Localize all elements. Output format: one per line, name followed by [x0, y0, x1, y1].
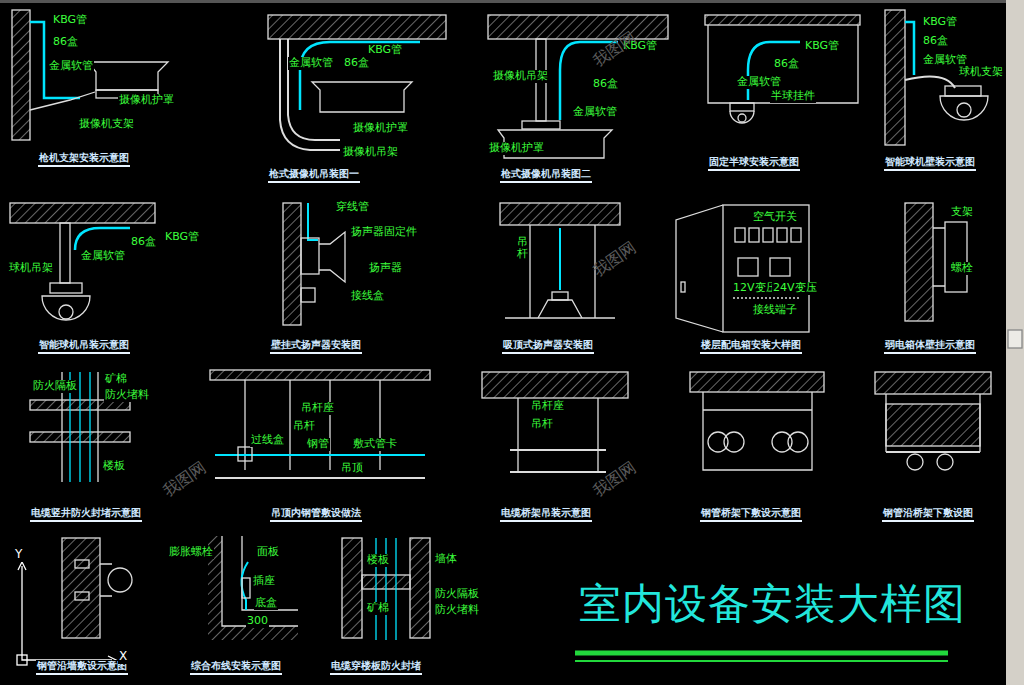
annotation: 86盒 — [922, 35, 949, 48]
detail-caption: 智能球机吊装示意图 — [38, 339, 130, 354]
detail-caption: 电缆穿楼板防火封堵 — [330, 660, 422, 675]
detail-caption: 钢管沿墙敷设示意图 — [36, 660, 128, 675]
detail-caption: 智能球机壁装示意图 — [884, 156, 976, 171]
annotation: 球机吊架 — [8, 262, 54, 275]
annotation: 金属软管 — [922, 54, 968, 67]
detail-caption: 楼层配电箱安装大样图 — [700, 339, 802, 354]
annotation: 金属软管 — [572, 106, 618, 119]
annotation: 面板 — [256, 546, 280, 559]
detail-caption: 电缆桥架吊装示意图 — [500, 507, 592, 522]
annotation: 吊顶 — [340, 462, 364, 475]
detail-caption: 吊顶内钢管敷设做法 — [270, 507, 362, 522]
annotation: 摄像机吊架 — [342, 146, 399, 159]
annotation: 支架 — [950, 206, 974, 219]
annotation: 钢管 — [306, 438, 330, 451]
annotation: 楼板 — [102, 460, 126, 473]
annotation: 楼板 — [366, 554, 390, 567]
annotation: 防火隔板 — [32, 380, 78, 393]
annotation: 吊杆 — [530, 418, 554, 431]
annotation: 扬声器固定件 — [350, 226, 418, 239]
annotation: 防火堵料 — [104, 389, 150, 402]
annotation: 球机支架 — [958, 66, 1004, 79]
annotation: 接线端子 — [752, 304, 798, 317]
annotation: 防火隔板 — [434, 588, 480, 601]
detail-caption: 钢管沿桥架下敷设图 — [882, 507, 974, 522]
detail-caption: 枪机支架安装示意图 — [38, 152, 130, 167]
annotation: 膨胀螺栓 — [168, 546, 214, 559]
sheet-title: 室内设备安装大样图 — [578, 580, 967, 628]
annotation: 敷式管卡 — [352, 438, 398, 451]
detail-caption: 枪式摄像机吊装图二 — [500, 168, 592, 183]
annotation: KBG管 — [804, 40, 840, 53]
annotation: 吊杆座 — [530, 400, 565, 413]
annotation: 接线盒 — [350, 290, 385, 303]
annotation: 金属软管 — [288, 57, 334, 70]
annotation: 扬声器 — [368, 262, 403, 275]
annotation: 金属软管 — [80, 250, 126, 263]
annotation: 矿棉 — [366, 602, 390, 615]
annotation: 螺栓 — [950, 262, 974, 275]
annotation: 过线盒 — [250, 434, 285, 447]
annotation: 穿线管 — [335, 201, 370, 214]
detail-caption: 钢管桥架下敷设示意图 — [700, 507, 802, 522]
detail-caption: 壁挂式扬声器安装图 — [270, 339, 362, 354]
annotation: 86盒 — [773, 58, 800, 71]
annotation: KBG管 — [367, 44, 403, 57]
annotation: 墙体 — [434, 553, 458, 566]
detail-caption: 枪式摄像机吊装图一 — [268, 168, 360, 183]
annotation: 金属软管 — [48, 60, 94, 73]
annotation: 86盒 — [52, 36, 79, 49]
annotation: 摄像机支架 — [78, 118, 135, 131]
annotation: 底盒 — [254, 597, 278, 610]
detail-caption: 吸顶式扬声器安装图 — [502, 339, 594, 354]
annotation: 12V变压 — [732, 282, 778, 295]
annotation: 摄像机吊架 — [492, 70, 549, 83]
annotation: KBG管 — [164, 231, 200, 244]
detail-caption: 固定半球安装示意图 — [708, 156, 800, 171]
annotation: 吊杆 — [292, 420, 316, 433]
detail-caption: 综合布线安装示意图 — [190, 660, 282, 675]
detail-caption: 弱电箱体壁挂示意图 — [884, 339, 976, 354]
annotation: 摄像机护罩 — [118, 94, 175, 107]
annotation: 300 — [246, 615, 269, 628]
annotation: 半球挂件 — [770, 90, 816, 103]
annotation: 插座 — [252, 575, 276, 588]
annotation: 86盒 — [130, 236, 157, 249]
annotation: 防火堵料 — [434, 604, 480, 617]
annotation: 摄像机护罩 — [488, 142, 545, 155]
annotation: 矿棉 — [104, 373, 128, 386]
annotation: 86盒 — [592, 78, 619, 91]
watermark: 我图网 — [159, 457, 211, 501]
annotation: KBG管 — [52, 14, 88, 27]
annotation: 金属软管 — [736, 76, 782, 89]
axis-label: Y — [14, 548, 23, 562]
annotation: 24V变压 — [772, 282, 818, 295]
axis-label: X — [118, 650, 128, 664]
annotation: 吊杆 — [516, 236, 529, 260]
annotation: KBG管 — [922, 16, 958, 29]
annotation: 摄像机护罩 — [352, 122, 409, 135]
annotation: 空气开关 — [752, 211, 798, 224]
detail-caption: 电缆竖井防火封堵示意图 — [30, 507, 142, 522]
watermark: 我图网 — [589, 457, 641, 501]
watermark: 我图网 — [589, 237, 641, 281]
annotation: 86盒 — [343, 57, 370, 70]
annotation: 吊杆座 — [300, 402, 335, 415]
